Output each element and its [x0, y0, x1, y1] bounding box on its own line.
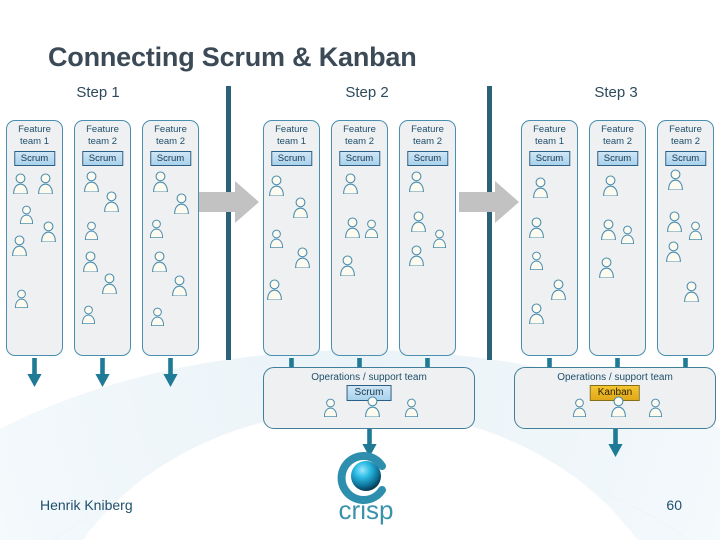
person-icon — [667, 169, 684, 191]
step-label-3: Step 3 — [594, 84, 638, 101]
person-icon — [598, 257, 615, 279]
step-divider-1 — [226, 86, 231, 360]
method-badge-kanban: Kanban — [589, 385, 641, 401]
person-icon — [528, 217, 545, 239]
person-icon — [150, 307, 165, 327]
method-badge-scrum: Scrum — [596, 151, 639, 166]
operations-title: Operations / support team — [557, 372, 673, 383]
down-arrow-icon — [607, 428, 623, 458]
person-icon — [101, 273, 118, 295]
person-icon — [648, 398, 663, 418]
person-icon — [688, 221, 703, 241]
step-divider-2 — [487, 86, 492, 360]
team-title: Feature team 2 — [411, 124, 444, 147]
person-icon — [151, 251, 168, 273]
person-icon — [294, 247, 311, 269]
person-icon — [323, 398, 338, 418]
person-icon — [600, 219, 617, 241]
person-icon — [432, 229, 447, 249]
down-arrow-icon — [27, 358, 42, 388]
method-badge-scrum: Scrum — [406, 151, 449, 166]
team-title: Feature team 1 — [275, 124, 308, 147]
person-icon — [339, 255, 356, 277]
team-box-step2-col1: Feature team 1 Scrum — [263, 120, 320, 356]
person-icon — [410, 211, 427, 233]
person-icon — [666, 211, 683, 233]
person-icon — [149, 219, 164, 239]
person-icon — [268, 175, 285, 197]
person-icon — [342, 173, 359, 195]
person-icon — [266, 279, 283, 301]
person-icon — [408, 245, 425, 267]
person-icon — [665, 241, 682, 263]
team-title: Feature team 1 — [18, 124, 51, 147]
method-badge-scrum: Scrum — [270, 151, 313, 166]
method-badge-scrum: Scrum — [81, 151, 124, 166]
down-arrow-icon — [163, 358, 178, 388]
person-icon — [269, 229, 284, 249]
person-icon — [83, 171, 100, 193]
team-title: Feature team 1 — [533, 124, 566, 147]
crisp-logo: crisp — [318, 451, 414, 530]
person-icon — [19, 205, 34, 225]
footer-author: Henrik Kniberg — [40, 497, 133, 513]
team-box-step3-col1: Feature team 1 Scrum — [521, 120, 578, 356]
team-title: Feature team 2 — [154, 124, 187, 147]
person-icon — [550, 279, 567, 301]
team-box-step1-col1: Feature team 1 Scrum — [6, 120, 63, 356]
person-icon — [408, 171, 425, 193]
person-icon — [37, 173, 54, 195]
person-icon — [173, 193, 190, 215]
team-box-step1-col2: Feature team 2 Scrum — [74, 120, 131, 356]
method-badge-scrum: Scrum — [149, 151, 192, 166]
team-box-step3-col3: Feature team 2 Scrum — [657, 120, 714, 356]
footer-page-number: 60 — [666, 497, 682, 513]
person-icon — [528, 303, 545, 325]
person-icon — [364, 219, 379, 239]
person-icon — [40, 221, 57, 243]
team-box-step2-col3: Feature team 2 Scrum — [399, 120, 456, 356]
person-icon — [171, 275, 188, 297]
team-title: Feature team 2 — [86, 124, 119, 147]
team-box-step1-col3: Feature team 2 Scrum — [142, 120, 199, 356]
person-icon — [152, 171, 169, 193]
method-badge-scrum: Scrum — [346, 385, 392, 401]
page-title: Connecting Scrum & Kanban — [48, 42, 417, 72]
person-icon — [82, 251, 99, 273]
operations-box-step-3: Operations / support team Kanban — [514, 367, 716, 429]
step-label-2: Step 2 — [345, 84, 389, 101]
person-icon — [602, 175, 619, 197]
down-arrow-icon — [95, 358, 110, 388]
person-icon — [84, 221, 99, 241]
person-icon — [683, 281, 700, 303]
team-title: Feature team 2 — [343, 124, 376, 147]
method-badge-scrum: Scrum — [664, 151, 707, 166]
person-icon — [344, 217, 361, 239]
person-icon — [572, 398, 587, 418]
person-icon — [11, 235, 28, 257]
person-icon — [81, 305, 96, 325]
person-icon — [103, 191, 120, 213]
operations-box-step-2: Operations / support team Scrum — [263, 367, 475, 429]
person-icon — [404, 398, 419, 418]
step-label-1: Step 1 — [76, 84, 120, 101]
team-title: Feature team 2 — [601, 124, 634, 147]
svg-text:crisp: crisp — [339, 495, 394, 525]
method-badge-scrum: Scrum — [338, 151, 381, 166]
right-arrow-icon — [459, 181, 519, 223]
person-icon — [12, 173, 29, 195]
team-box-step2-col2: Feature team 2 Scrum — [331, 120, 388, 356]
right-arrow-icon — [199, 181, 259, 223]
person-icon — [292, 197, 309, 219]
method-badge-scrum: Scrum — [528, 151, 571, 166]
person-icon — [532, 177, 549, 199]
method-badge-scrum: Scrum — [13, 151, 56, 166]
operations-title: Operations / support team — [311, 372, 427, 383]
team-box-step3-col2: Feature team 2 Scrum — [589, 120, 646, 356]
team-title: Feature team 2 — [669, 124, 702, 147]
person-icon — [620, 225, 635, 245]
down-arrow-icon — [361, 428, 377, 458]
person-icon — [14, 289, 29, 309]
person-icon — [529, 251, 544, 271]
